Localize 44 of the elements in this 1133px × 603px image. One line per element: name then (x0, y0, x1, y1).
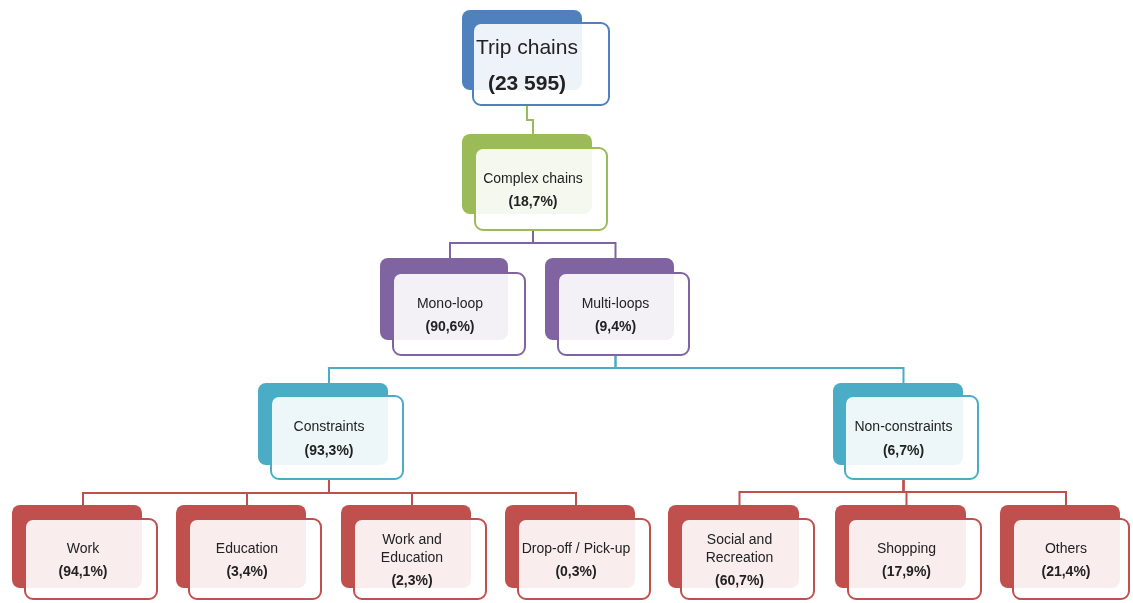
percentage-label: (94,1%) (58, 563, 108, 580)
stacked-box (258, 383, 404, 480)
stacked-box (835, 505, 982, 600)
percentage-label: (9,4%) (594, 318, 637, 335)
percentage-label: (3,4%) (226, 563, 268, 580)
percentage-label: (60,7%) (715, 572, 764, 589)
stacked-box (668, 505, 815, 600)
connector-line (614, 355, 905, 384)
node-label: Education (215, 538, 279, 558)
stacked-box (176, 505, 322, 600)
percentage-label: (93,3%) (304, 441, 354, 458)
stacked-box (341, 505, 487, 600)
percentage-label: (0,3%) (555, 563, 597, 580)
node-label: Others (1045, 538, 1087, 558)
stacked-box (505, 505, 651, 600)
node-label: Social and Recreation (704, 529, 775, 567)
node-label: Non-constraints (854, 417, 953, 436)
percentage-label: (18,7%) (508, 193, 558, 210)
percentage-label: (23 595) (487, 70, 567, 95)
percentage-label: (2,3%) (391, 572, 433, 589)
node-label: Complex chains (483, 168, 583, 188)
connector-line (532, 230, 617, 259)
node-label: Mono-loop (416, 293, 484, 313)
node-label: Work and Education (379, 529, 445, 567)
stacked-box (380, 258, 526, 356)
stacked-box (545, 258, 690, 356)
node-label: Constraints (293, 417, 365, 436)
node-label: Work (66, 538, 100, 558)
percentage-label: (6,7%) (882, 441, 925, 458)
node-label: Drop-off / Pick-up (521, 538, 631, 558)
stacked-box (462, 134, 608, 231)
percentage-label: (90,6%) (425, 318, 475, 335)
stacked-box (462, 10, 610, 106)
node-label: Trip chains (476, 34, 578, 61)
node-label: Multi-loops (581, 293, 650, 313)
percentage-label: (21,4%) (1041, 563, 1091, 580)
stacked-box (1000, 505, 1130, 600)
stacked-box (833, 383, 979, 480)
connector-line (328, 479, 577, 506)
connector-line (526, 105, 534, 135)
percentage-label: (17,9%) (882, 563, 931, 580)
stacked-box (12, 505, 158, 600)
connector-line (902, 479, 1067, 506)
node-label: Shopping (876, 538, 937, 558)
